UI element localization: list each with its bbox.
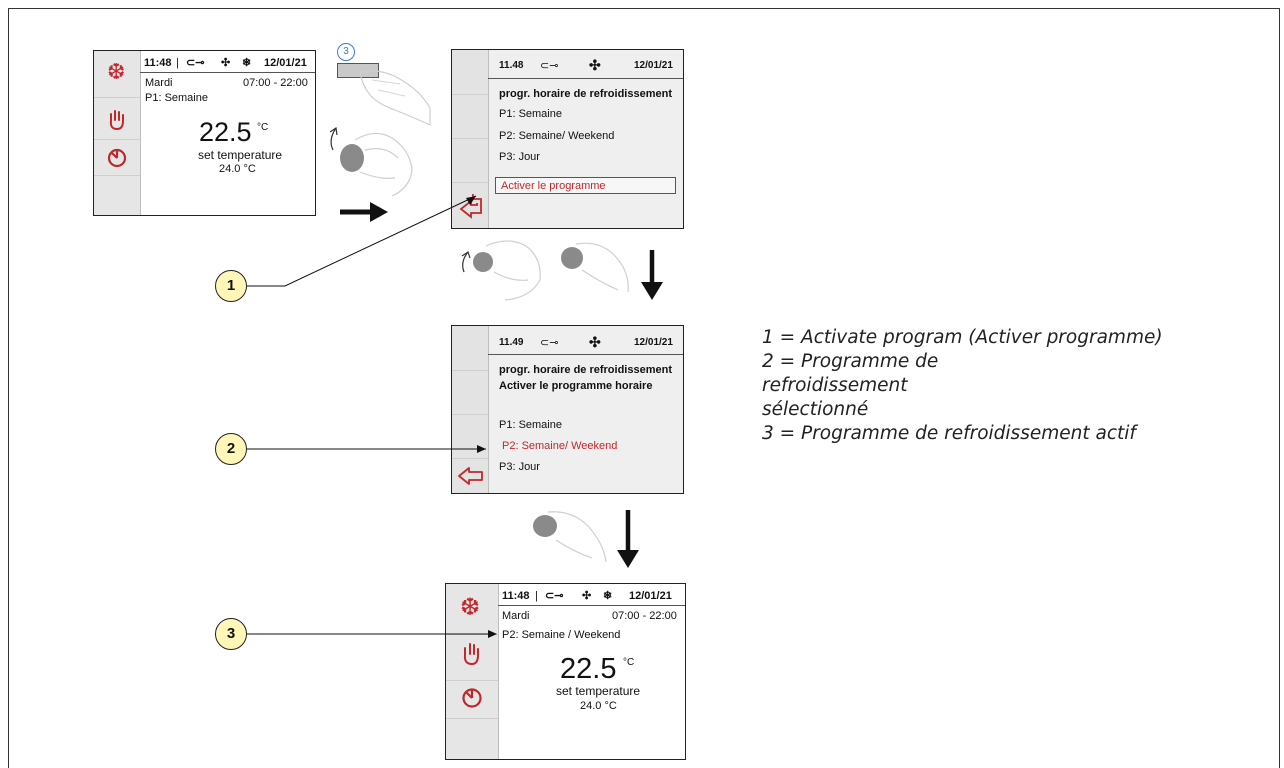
- set-temperature-label: set temperature: [556, 684, 641, 698]
- header-date: 12/01/21: [264, 57, 307, 69]
- legend-item-1: 1 = Activate program (Activer programme): [762, 327, 1163, 348]
- callout-1: 1: [215, 270, 247, 302]
- activate-program-label: Activer le programme: [501, 180, 606, 192]
- day-label: Mardi: [145, 77, 173, 89]
- snowflake-icon: ❆: [107, 59, 126, 84]
- callout-2: 2: [215, 433, 247, 465]
- header-separator: |: [535, 590, 538, 602]
- icon-sidebar: ❆: [446, 584, 499, 759]
- header-time: 11.48: [499, 60, 524, 71]
- header-time: 11:48: [502, 590, 530, 602]
- button-number-badge: 3: [337, 43, 355, 61]
- temperature-unit: °C: [257, 122, 269, 133]
- menu-subtitle: Activer le programme horaire: [499, 380, 653, 392]
- fan-icon: ✣: [582, 590, 592, 602]
- key-icon: ⊂⊸: [540, 337, 559, 349]
- set-temperature-label: set temperature: [198, 148, 283, 162]
- back-arrow-icon[interactable]: [457, 466, 485, 486]
- menu-item-p2[interactable]: P2: Semaine/ Weekend: [499, 130, 615, 142]
- hours-label: 07:00 - 22:00: [243, 77, 308, 89]
- hand-icon: [463, 643, 479, 666]
- header-time: 11.49: [499, 337, 524, 348]
- activate-schedule-screen: 11.49 ⊂⊸ ✣ 12/01/21 progr. horaire de re…: [451, 325, 684, 494]
- snowflake-small-icon: ❄: [242, 57, 252, 69]
- key-icon: ⊂⊸: [540, 60, 559, 72]
- menu-sidebar: [452, 50, 489, 228]
- fan-icon: ✣: [221, 57, 231, 69]
- legend-item-3: 3 = Programme de refroidissement actif: [762, 423, 1136, 444]
- menu-item-p2-selected[interactable]: P2: Semaine/ Weekend: [502, 440, 618, 452]
- header-divider: [488, 78, 683, 79]
- menu-item-p3[interactable]: P3: Jour: [499, 461, 540, 473]
- header-divider: [140, 72, 315, 73]
- snowflake-small-icon: ❄: [603, 590, 613, 602]
- key-icon: ⊂⊸: [186, 57, 205, 69]
- set-temperature-value: 24.0 °C: [580, 700, 617, 712]
- program-menu-screen: 11.48 ⊂⊸ ✣ 12/01/21 progr. horaire de re…: [451, 49, 684, 229]
- callout-3: 3: [215, 618, 247, 650]
- timer-icon: [462, 688, 482, 708]
- fan-icon: ✣: [589, 57, 601, 73]
- menu-sidebar: [452, 326, 489, 493]
- key-icon: ⊂⊸: [545, 590, 564, 602]
- header-time: 11:48: [144, 57, 172, 69]
- current-temperature: 22.5: [560, 653, 617, 685]
- back-arrow-icon[interactable]: [459, 191, 485, 219]
- menu-item-p3[interactable]: P3: Jour: [499, 151, 540, 163]
- current-temperature: 22.5: [199, 117, 252, 147]
- timer-icon: [107, 148, 127, 168]
- menu-title: progr. horaire de refroidissement: [499, 88, 672, 100]
- header-date: 12/01/21: [634, 60, 673, 71]
- legend: 1 = Activate program (Activer programme)…: [762, 326, 1277, 446]
- snowflake-icon: ❆: [460, 594, 481, 621]
- set-temperature-value: 24.0 °C: [219, 163, 256, 175]
- menu-title: progr. horaire de refroidissement: [499, 364, 672, 376]
- thermostat-home-screen-p2: ❆ 11:48 | ⊂⊸ ✣ ❄ 12/01/21 Mardi 07:00 - …: [445, 583, 686, 760]
- icon-sidebar: ❆: [94, 51, 141, 215]
- temperature-unit: °C: [623, 657, 635, 668]
- program-label: P2: Semaine / Weekend: [502, 629, 621, 641]
- fan-icon: ✣: [589, 334, 601, 350]
- menu-item-p1[interactable]: P1: Semaine: [499, 419, 562, 431]
- menu-item-p1[interactable]: P1: Semaine: [499, 108, 562, 120]
- header-divider: [488, 354, 683, 355]
- header-date: 12/01/21: [634, 337, 673, 348]
- legend-item-2: 2 = Programme de refroidissement sélecti…: [762, 351, 939, 420]
- thermostat-home-screen: ❆ 11:48 | ⊂⊸ ✣ ❄ 12/01/21 Mardi 07:00 - …: [93, 50, 316, 216]
- program-label: P1: Semaine: [145, 92, 208, 104]
- header-divider: [498, 605, 685, 606]
- header-date: 12/01/21: [629, 590, 672, 602]
- day-label: Mardi: [502, 610, 530, 622]
- hand-icon: [109, 110, 124, 131]
- header-separator: |: [176, 57, 179, 69]
- hours-label: 07:00 - 22:00: [612, 610, 677, 622]
- activate-program-button[interactable]: Activer le programme: [495, 177, 676, 194]
- diagram-frame: [8, 8, 1280, 768]
- push-button[interactable]: [337, 63, 379, 78]
